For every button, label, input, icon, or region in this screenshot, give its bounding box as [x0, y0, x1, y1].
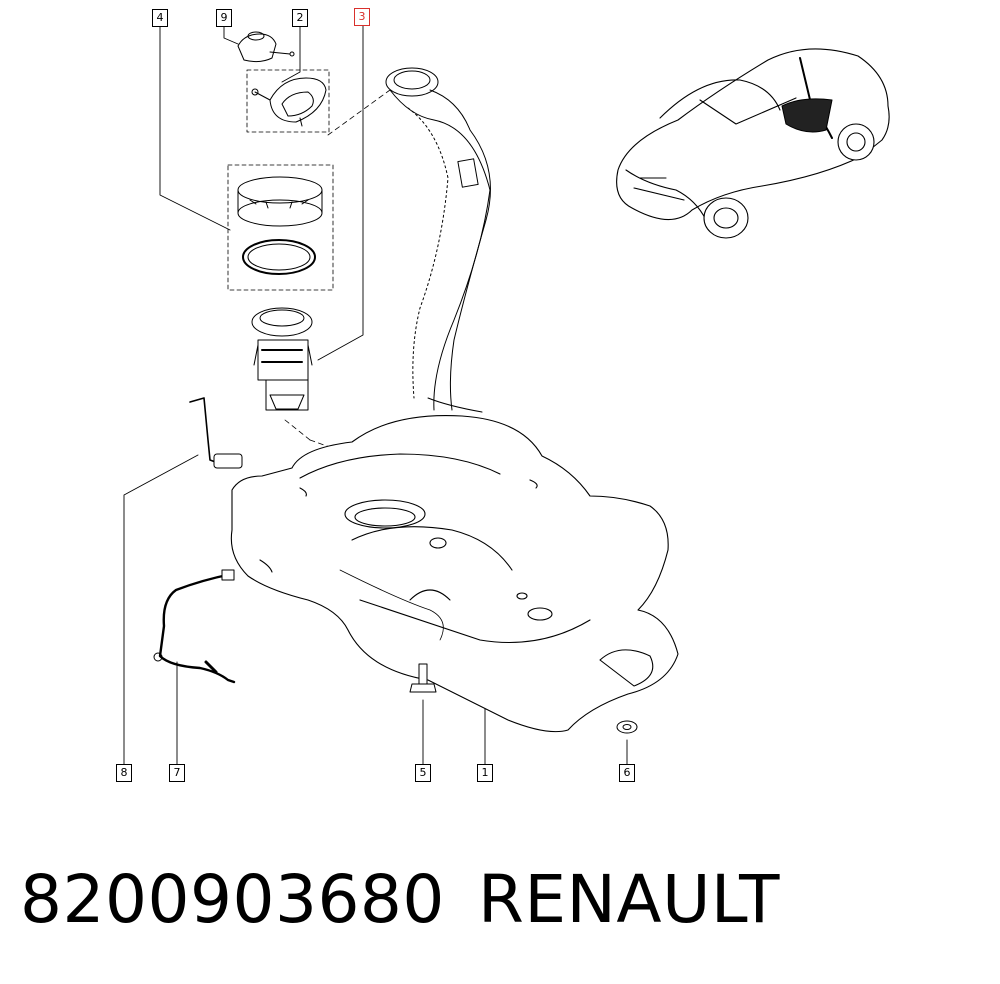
lock-ring-cover-drawing [251, 77, 327, 127]
level-sensor-drawing [189, 397, 243, 469]
callout-5[interactable]: 5 [415, 764, 431, 782]
fuel-pump-module-drawing [251, 307, 313, 411]
seal-ring-drawing [242, 239, 316, 275]
callout-6[interactable]: 6 [619, 764, 635, 782]
callout-2[interactable]: 2 [292, 9, 308, 27]
group-box-4 [227, 164, 334, 291]
bolt-drawing [409, 663, 437, 693]
group-box-2 [246, 69, 330, 133]
callout-9[interactable]: 9 [216, 9, 232, 27]
exploded-parts-diagram [123, 25, 890, 766]
retaining-ring-drawing [237, 176, 323, 227]
filler-neck-drawing [385, 67, 491, 413]
washer-drawing [616, 720, 638, 734]
part-number: 8200903680 [20, 861, 445, 938]
fuel-tank-drawing [230, 415, 679, 733]
callout-4[interactable]: 4 [152, 9, 168, 27]
car-location-drawing [616, 48, 890, 239]
callout-8[interactable]: 8 [116, 764, 132, 782]
callout-7[interactable]: 7 [169, 764, 185, 782]
callout-1[interactable]: 1 [477, 764, 493, 782]
callout-3-highlighted[interactable]: 3 [354, 8, 370, 26]
brand-name: RENAULT [478, 861, 780, 938]
breather-pipe-drawing [153, 569, 236, 684]
cap-connector-drawing [237, 31, 295, 63]
